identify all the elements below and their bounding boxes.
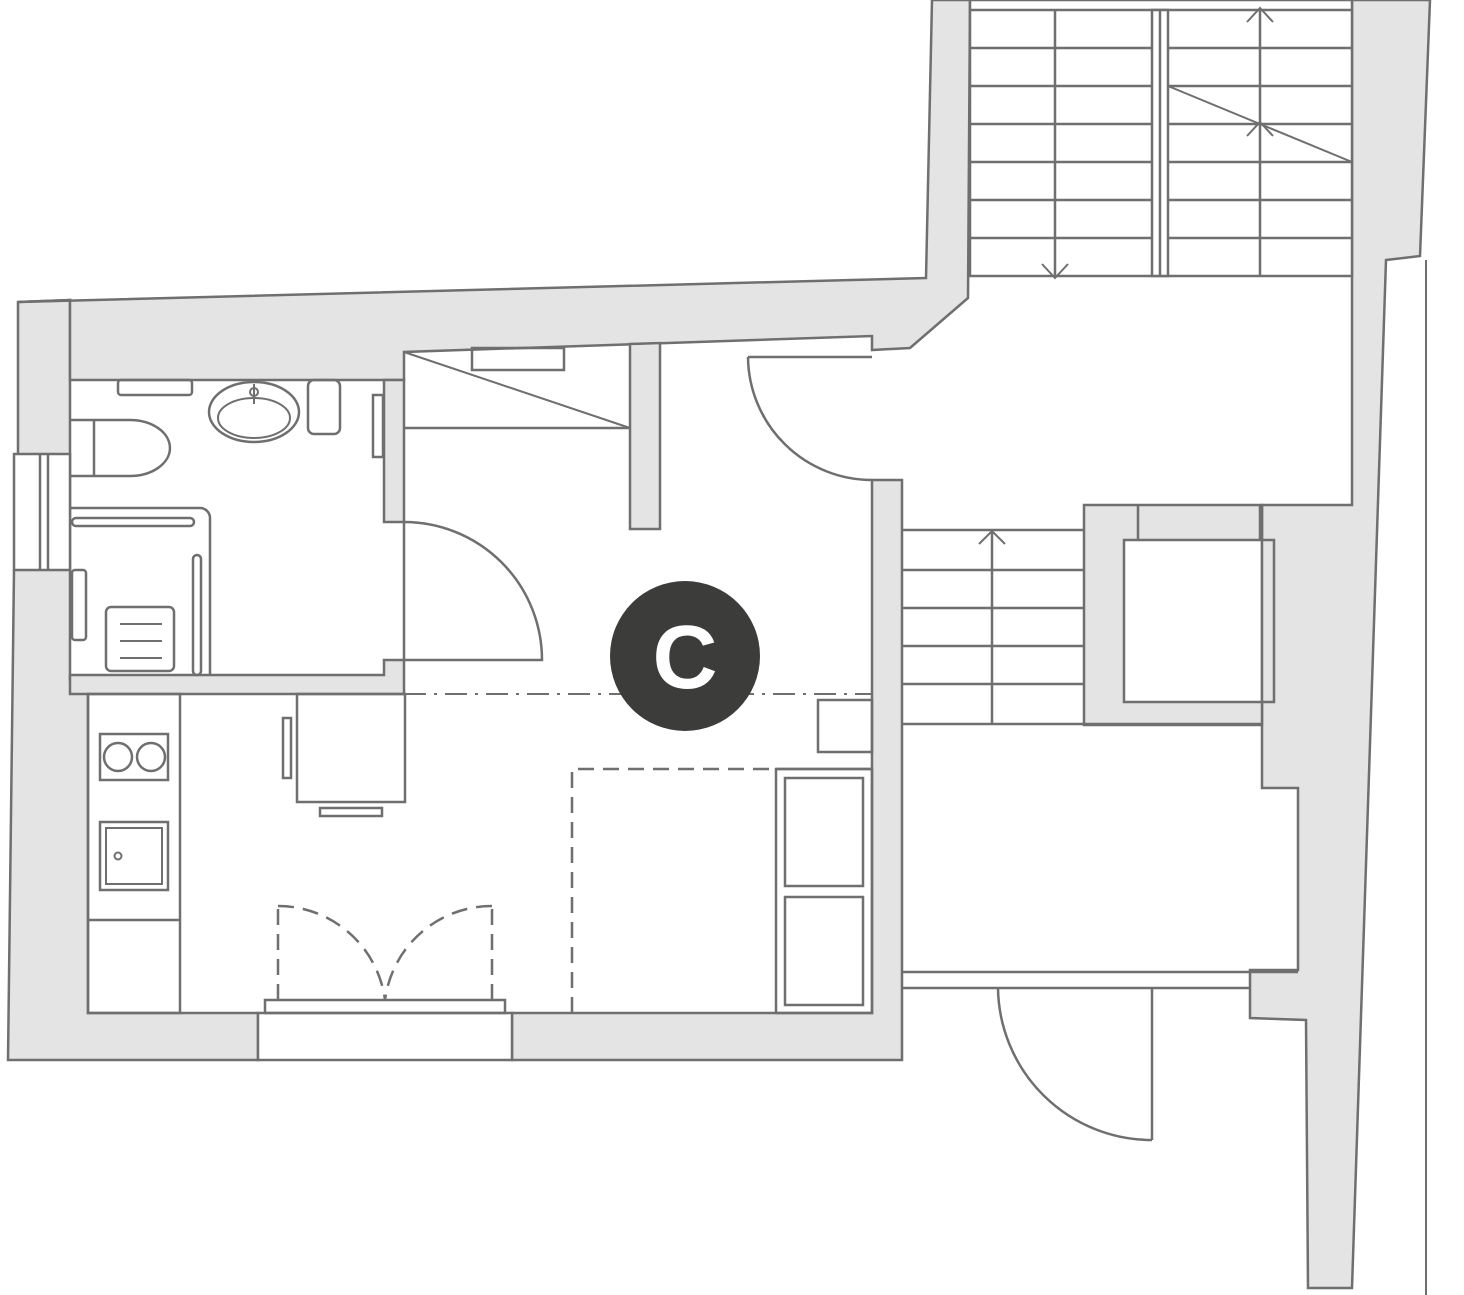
arrow-up-icon <box>1246 6 1274 23</box>
bathroom-door-swing <box>403 520 544 662</box>
washbasin <box>207 380 301 444</box>
bed <box>570 767 874 1015</box>
lower-staircase <box>902 505 1262 726</box>
towel-rail <box>116 378 194 397</box>
wall-top <box>17 0 972 382</box>
toilet <box>70 418 172 478</box>
landing-door-swing <box>996 987 1153 1142</box>
arrow-down-icon <box>1041 263 1069 280</box>
closet <box>403 346 631 430</box>
wall-bathroom-right <box>382 378 406 524</box>
unit-marker-label: C <box>653 608 718 708</box>
wall-bathroom-right-lower <box>68 658 406 696</box>
walls <box>6 0 1432 1290</box>
arrow-up-icon <box>978 529 1006 545</box>
desk <box>281 692 407 818</box>
unit-marker: C <box>610 581 760 731</box>
bathroom <box>70 378 544 677</box>
kitchen <box>86 692 182 1015</box>
cabinet <box>306 378 342 436</box>
left-window <box>12 452 72 572</box>
wall-partition <box>628 341 662 531</box>
kitchen-sink <box>98 820 170 892</box>
balcony-doors <box>256 904 514 1062</box>
entrance-door <box>746 355 873 482</box>
shower-seat <box>104 605 176 673</box>
wall-lift-shaft <box>1082 503 1276 727</box>
landing <box>902 260 1427 1295</box>
unit-marker-circle <box>610 581 760 731</box>
arrow-up-icon <box>1246 120 1274 137</box>
hob <box>98 732 170 782</box>
upper-staircase <box>968 0 1354 280</box>
shower <box>70 506 212 675</box>
